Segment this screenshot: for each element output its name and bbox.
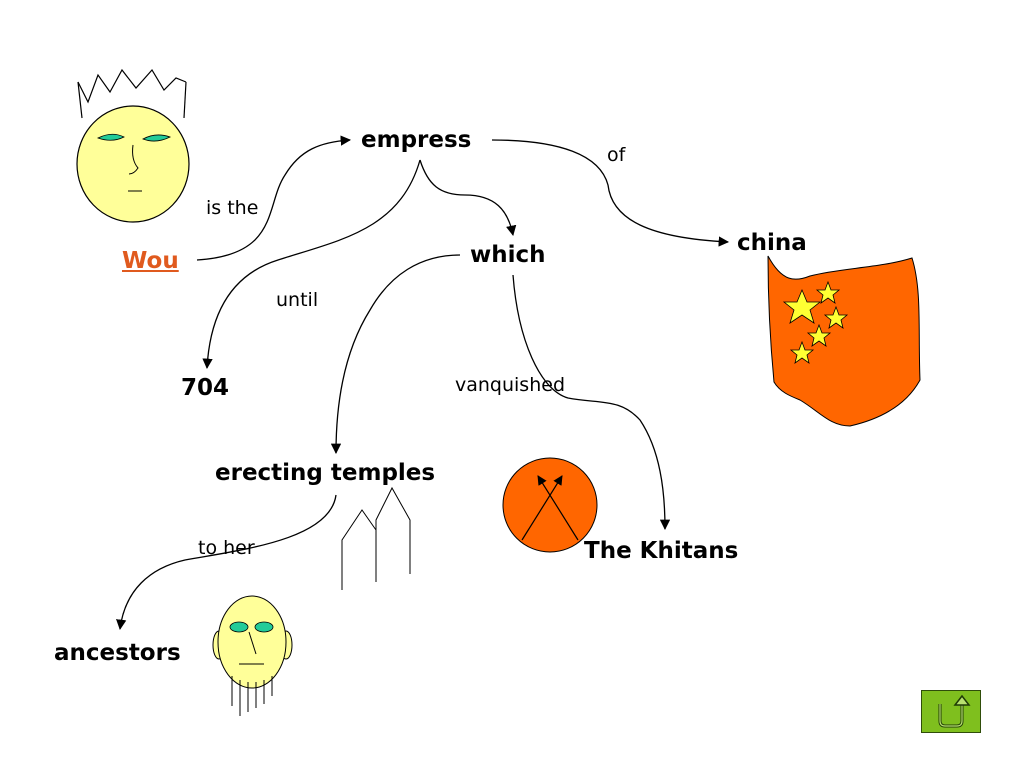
node-which: which [470,242,546,268]
china-flag-icon [767,255,921,427]
node-the-khitans: The Khitans [584,538,739,564]
crowned-face-icon [76,68,190,223]
node-704: 704 [181,375,230,401]
edge-label-is-the: is the [206,197,259,219]
edge-label-vanquished: vanquished [455,374,566,396]
edge-empress-704 [202,159,421,370]
edge-label-until: until [276,289,319,311]
crossed-arrows-icon [502,457,598,553]
node-wou-link[interactable]: Wou [122,248,179,274]
back-button[interactable] [921,690,981,733]
node-china: china [737,230,807,256]
u-turn-back-icon [938,694,971,728]
edge-empress-which [419,159,517,237]
edge-label-of: of [607,144,626,166]
ancestor-face-icon [212,595,293,716]
node-empress: empress [361,127,472,153]
node-erecting-temples: erecting temples [215,460,436,486]
edge-which-khitans [512,274,671,531]
edge-label-to-her: to her [198,537,255,559]
edge-temples-ancestors [116,494,337,631]
temple-icon [341,486,411,590]
edge-empress-china [491,139,730,247]
edge-wou-empress [196,135,352,261]
edge-which-temples [330,254,461,455]
node-ancestors: ancestors [54,640,181,666]
